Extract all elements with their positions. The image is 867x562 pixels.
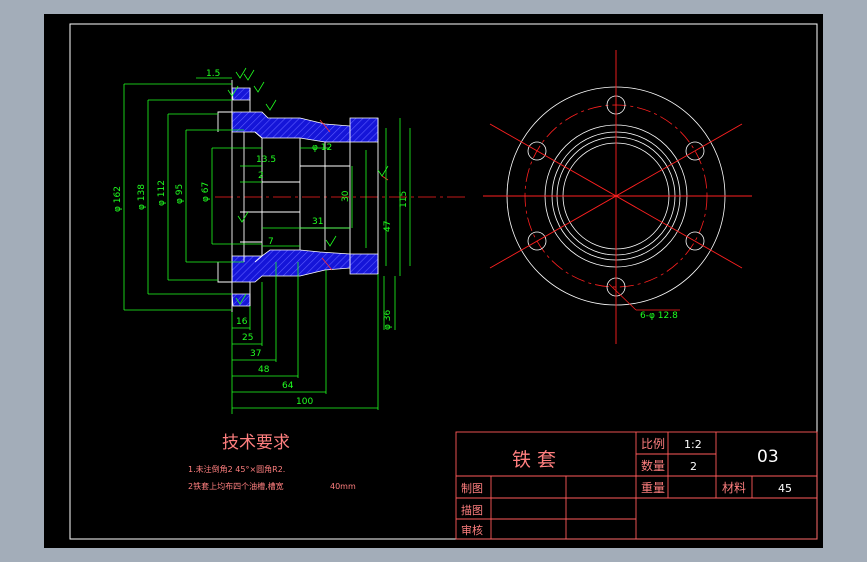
dim-48: 48	[258, 365, 270, 375]
dim-100: 100	[296, 397, 313, 407]
surface-finish-symbols	[227, 67, 389, 305]
part-name: 铁 套	[512, 449, 556, 471]
drawing-number: 03	[757, 447, 779, 467]
dim-phi-67: φ 67	[201, 182, 211, 202]
hole-leader	[608, 283, 637, 311]
lower-section-hatch	[231, 249, 379, 283]
notes-title: 技术要求	[222, 433, 290, 453]
sheet-border	[69, 23, 818, 540]
upper-section-hatch	[231, 111, 379, 143]
material-label: 材料	[722, 481, 746, 495]
dim-64: 64	[282, 381, 294, 391]
scale-value: 1:2	[684, 438, 702, 451]
dim-phi-138: φ 138	[137, 184, 147, 210]
checked-by-label: 审核	[461, 523, 483, 537]
dim-phi-12: φ 12	[312, 143, 332, 153]
dim-25: 25	[242, 333, 253, 343]
dim-13-5: 13.5	[256, 155, 276, 165]
dim-2: 2	[258, 171, 264, 181]
flange-hatch-top	[231, 87, 251, 101]
dim-37: 37	[250, 349, 261, 359]
dim-47: 47	[383, 221, 393, 232]
weight-label: 重量	[641, 481, 665, 495]
scale-label: 比例	[641, 437, 665, 451]
traced-by-label: 描图	[461, 503, 483, 517]
notes-line-2-value: 40mm	[330, 482, 356, 491]
drawing-sheet	[44, 14, 823, 548]
dim-31: 31	[312, 217, 323, 227]
quantity-label: 数量	[641, 458, 665, 473]
end-view: 6-φ 12.8	[483, 50, 752, 344]
material-value: 45	[778, 482, 792, 495]
dim-16: 16	[236, 317, 248, 327]
technical-notes: 技术要求 1.未注倒角2 45°×圆角R2. 2铁套上均布四个油槽,槽宽 40m…	[188, 433, 356, 491]
dim-1-5: 1.5	[206, 69, 220, 79]
dimension-lines	[123, 77, 411, 414]
notes-line-1: 1.未注倒角2 45°×圆角R2.	[188, 464, 285, 474]
dim-phi-95: φ 95	[175, 184, 185, 204]
dim-phi-36: φ 36	[383, 309, 393, 330]
quantity-value: 2	[690, 460, 697, 473]
drawn-by-label: 制图	[461, 482, 483, 495]
hole-callout: 6-φ 12.8	[640, 311, 678, 321]
dim-7: 7	[268, 237, 274, 247]
notes-line-2: 2铁套上均布四个油槽,槽宽	[188, 481, 284, 491]
dim-30: 30	[341, 190, 351, 202]
title-block-grid	[455, 431, 818, 540]
end-view-centerlines	[483, 50, 752, 344]
dim-phi-112: φ 112	[157, 180, 167, 206]
dimension-texts: 1.5 φ 162 φ 138 φ 112 φ 95 φ 67 13.5 2 3…	[113, 69, 409, 407]
title-block: 铁 套 03 比例 1:2 数量 2 重量 材料 45 制图 描图 审核	[455, 431, 818, 540]
groove-marks	[319, 119, 389, 271]
section-view: 1.5 φ 162 φ 138 φ 112 φ 95 φ 67 13.5 2 3…	[113, 67, 465, 414]
flange-hatch-bottom	[231, 293, 251, 307]
dim-phi-162: φ 162	[113, 186, 123, 212]
dim-115: 115	[399, 191, 409, 208]
